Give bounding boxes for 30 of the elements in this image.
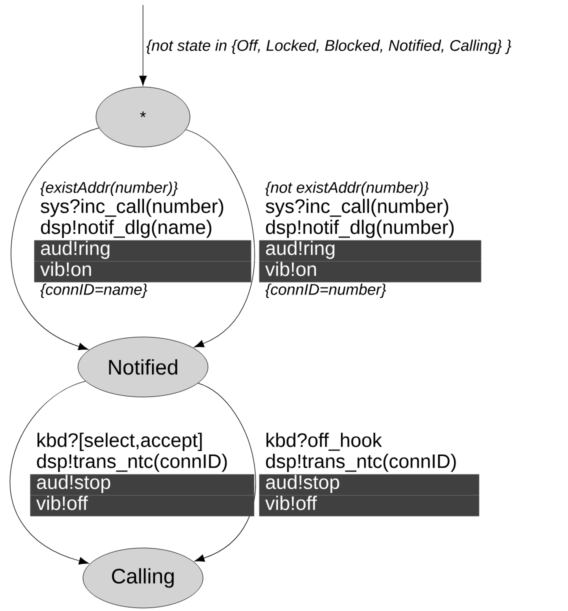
edge-label: vib!off: [36, 496, 88, 510]
edge-label: {not existAddr(number)}: [265, 182, 429, 196]
transition-arrow: [186, 129, 255, 348]
edge-label: vib!off: [265, 496, 317, 510]
edge-label: aud!ring: [41, 240, 110, 259]
edge-label: {connID=name}: [40, 284, 148, 298]
edge-label: vib!on: [40, 262, 91, 276]
edge-label: sys?inc_call(number): [266, 198, 448, 217]
edge-label: {not existAddr(number)} sys?inc_call(number) dsp!notif_dlg(number) aud!ring vib!on {connID=number}: [259, 182, 482, 298]
transition-arrow: [10, 128, 100, 350]
edge-label: aud!stop: [266, 474, 340, 493]
edge-label: {existAddr(number)}: [40, 182, 178, 196]
edge-label: sys?inc_call(number): [40, 198, 224, 217]
edge-label: kbd?[select,accept]: [38, 432, 202, 451]
edge-label: {existAddr(number)} sys?inc_call(number) dsp!notif_dlg(name) aud!ring vib!on {connID=name}: [34, 182, 252, 298]
edge-label: kbd?off_hook: [266, 432, 382, 451]
transition-arrow: [139, 4, 147, 86]
edge-label: kbd?[select,accept] dsp!trans_ntc(connID) aud!stop vib!off: [30, 432, 254, 516]
edge-label: {not state in {Off, Locked, Blocked, Notified, Calling} }: [146, 40, 512, 54]
edge-label: kbd?off_hook dsp!trans_ntc(connID) aud!stop vib!off: [259, 432, 480, 516]
edge-label: {connID=number}: [265, 284, 386, 298]
transition-arrow: [10, 380, 89, 565]
edge-label: dsp!notif_dlg(number): [266, 220, 454, 238]
edge-label: vib!on: [265, 262, 316, 276]
edge-label: dsp!trans_ntc(connID): [266, 454, 456, 472]
transition-arrow: [194, 382, 256, 562]
edge-label: aud!ring: [266, 240, 334, 259]
edge-label: aud!stop: [37, 474, 110, 493]
edge-label: dsp!trans_ntc(connID): [37, 454, 227, 472]
edge-label: dsp!notif_dlg(name): [41, 220, 212, 238]
